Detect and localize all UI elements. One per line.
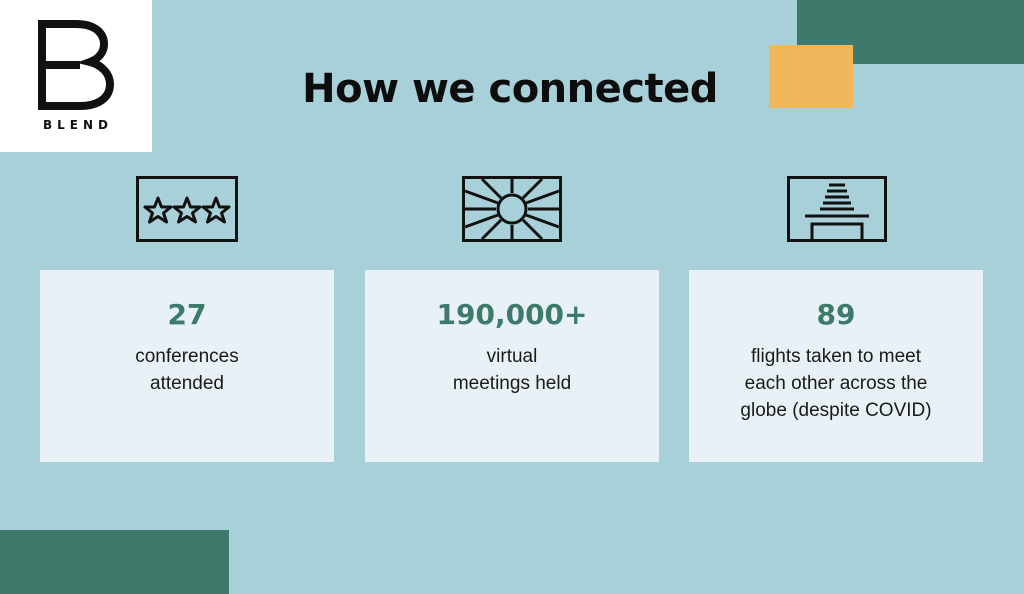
decor-block-bottom-left — [0, 530, 229, 594]
stat-value: 190,000+ — [436, 298, 588, 331]
page-title: How we connected — [302, 66, 718, 112]
stat-value: 89 — [816, 298, 856, 331]
stat-description: conferences attended — [135, 346, 239, 394]
logo-text: BLEND — [43, 118, 113, 132]
stat-value: 27 — [167, 298, 207, 331]
three-stars-icon — [136, 176, 238, 242]
sun-icon — [462, 176, 562, 242]
blend-logo: BLEND — [0, 0, 152, 152]
stat-card-flights: 89 flights taken to meet each other acro… — [689, 270, 983, 462]
stat-description: virtual meetings held — [452, 346, 572, 394]
stat-description: flights taken to meet each other across … — [740, 346, 932, 421]
temple-icon — [787, 176, 887, 242]
decor-block-yellow — [769, 45, 853, 108]
stat-card-meetings: 190,000+ virtual meetings held — [365, 270, 659, 462]
stat-card-conferences: 27 conferences attended — [40, 270, 334, 462]
logo-b-icon — [38, 20, 114, 110]
